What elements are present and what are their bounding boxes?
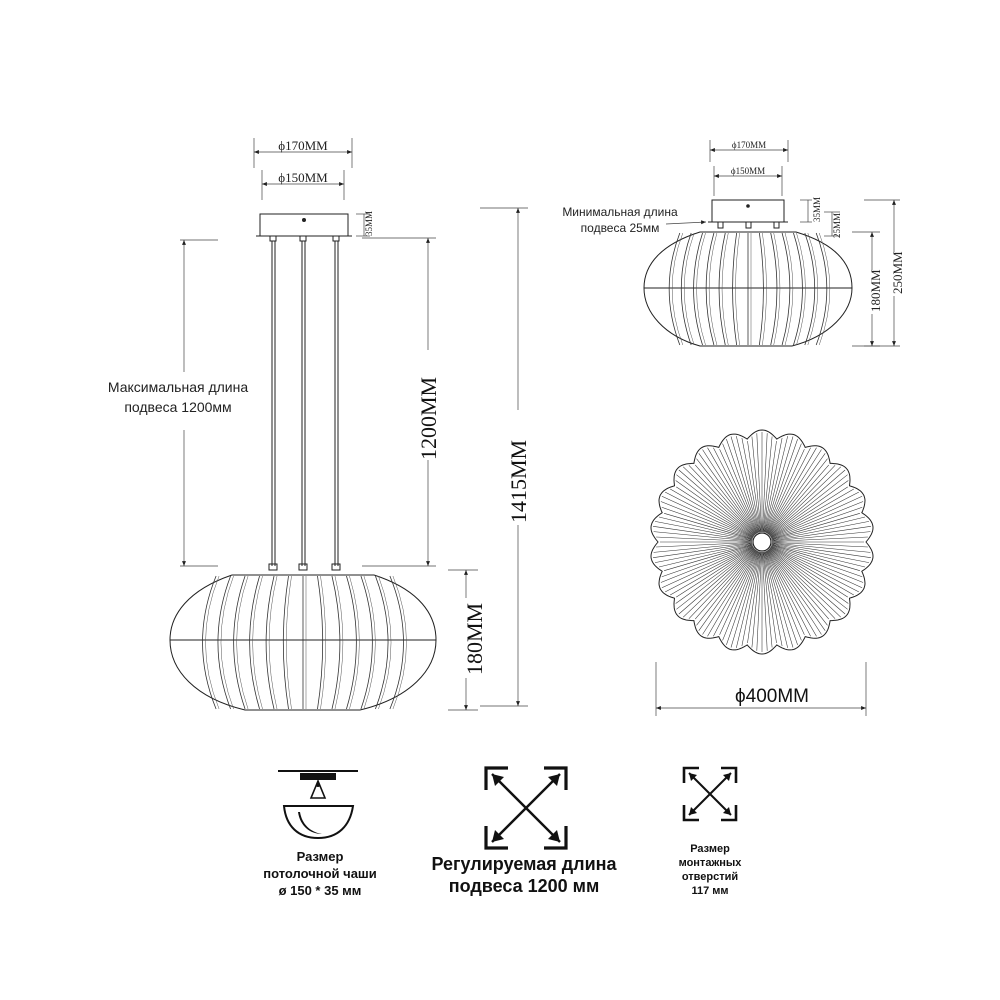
ceiling-shade [643, 231, 853, 347]
ceiling-shade-ribs [668, 232, 830, 346]
ceiling-shade-height-label: 180MM [868, 269, 883, 312]
canopy-inner-dimension: ϕ150MM [261, 170, 345, 200]
diameter-label: ϕ400MM [735, 686, 809, 707]
diameter-dimension: ϕ400MM [655, 662, 867, 716]
canopy-caption-line3: ø 150 * 35 мм [279, 883, 362, 898]
total-height-label: 1415MM [506, 440, 531, 523]
mounting-holes-icon: Размер монтажных отверстий 117 мм [679, 766, 743, 897]
canopy [259, 213, 349, 237]
canopy-caption-line1: Размер [297, 849, 344, 864]
canopy-height-dimension: 35MM [356, 211, 374, 237]
top-view-spokes [653, 432, 871, 652]
ceiling-shade-height-dimension: 180MM [852, 231, 883, 347]
mounting-caption-line4: 117 мм [691, 885, 728, 897]
suspension-label: 1200MM [416, 377, 441, 460]
ceiling-canopy-outer-dimension: ϕ170MM [709, 140, 789, 162]
ceiling-canopy-height-dimension: 35MM [800, 197, 822, 223]
top-view: ϕ400MM [650, 429, 874, 716]
top-view-outline [650, 429, 874, 655]
adjustable-caption-line2: подвеса 1200 мм [449, 876, 600, 896]
canopy-caption-line2: потолочной чаши [263, 866, 377, 881]
ceiling-canopy-height-label: 35MM [812, 197, 822, 222]
canopy-outer-dimension: ϕ170MM [253, 138, 353, 168]
mounting-caption-line1: Размер [690, 843, 730, 855]
shade-height-dimension: 180MM [448, 569, 487, 711]
suspension-cables [268, 241, 341, 571]
ceiling-canopy [711, 199, 785, 223]
top-view-center [752, 532, 772, 552]
max-length-note-line2: подвеса 1200мм [124, 399, 231, 415]
total-height-dimension: 1415MM [480, 207, 531, 707]
canopy-height-label: 35MM [364, 211, 374, 236]
suspension-dimension: 1200MM [362, 237, 441, 567]
mounting-caption-line2: монтажных [679, 857, 743, 869]
adjustable-length-icon: Регулируемая длина подвеса 1200 мм [431, 766, 618, 896]
mounting-caption-line3: отверстий [682, 871, 738, 883]
max-length-bracket: Максимальная длина подвеса 1200мм [108, 239, 248, 567]
ceiling-view: ϕ170MM ϕ150MM Минимальная длина подвеса … [562, 140, 905, 347]
ceiling-canopy-inner-dimension: ϕ150MM [713, 166, 783, 196]
min-offset-dimension: 25MM [824, 211, 842, 238]
canopy-inner-label: ϕ150MM [278, 170, 328, 185]
min-offset-label: 25MM [832, 213, 842, 238]
shade-ribs [202, 575, 407, 710]
ceiling-canopy-inner-label: ϕ150MM [731, 166, 765, 176]
side-view: ϕ170MM ϕ150MM 35MM [108, 138, 531, 711]
canopy-icon: Размер потолочной чаши ø 150 * 35 мм [263, 770, 377, 898]
max-length-note-line1: Максимальная длина [108, 379, 248, 395]
min-length-note-line1: Минимальная длина [562, 205, 678, 219]
shade-side [169, 574, 437, 711]
ceiling-canopy-outer-label: ϕ170MM [732, 140, 766, 150]
min-length-note-line2: подвеса 25мм [581, 221, 660, 235]
shade-height-label: 180MM [462, 603, 487, 675]
ceiling-total-height-label: 250MM [890, 251, 905, 294]
canopy-outer-label: ϕ170MM [278, 138, 328, 153]
ceiling-total-height-dimension: 250MM [864, 199, 905, 347]
adjustable-caption-line1: Регулируемая длина [431, 854, 617, 874]
